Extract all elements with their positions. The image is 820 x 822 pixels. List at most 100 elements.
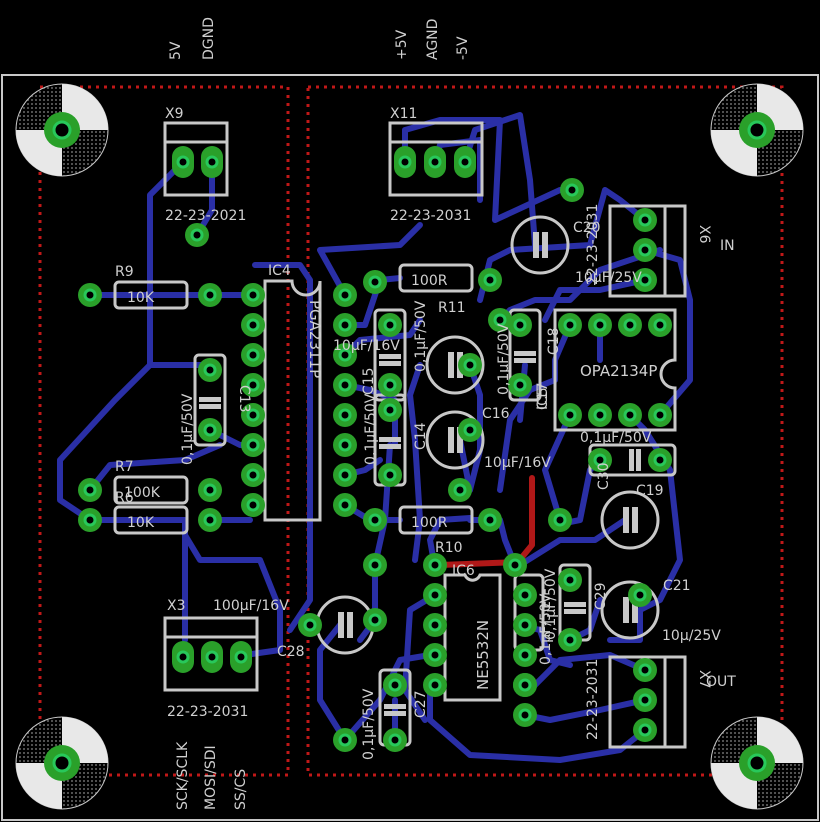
- pad: [558, 403, 582, 427]
- pad: [478, 268, 502, 292]
- pad: [458, 418, 482, 442]
- pad: [333, 283, 357, 307]
- x9-part: 22-23-2021: [165, 208, 246, 224]
- mounting-hole-top-left: [15, 83, 109, 177]
- pad: [241, 463, 265, 487]
- pad: [333, 463, 357, 487]
- ic6-outline: [443, 573, 502, 702]
- pad: [333, 313, 357, 337]
- c16-outline: [425, 335, 485, 395]
- c28-value: 100µF/16V: [213, 598, 289, 614]
- connector-pad: [172, 641, 194, 673]
- ic4-outline: [263, 279, 322, 522]
- pad: [488, 308, 512, 332]
- pad: [458, 353, 482, 377]
- pad: [633, 268, 657, 292]
- pad: [78, 508, 102, 532]
- pad: [513, 703, 537, 727]
- connector-pad: [424, 146, 446, 178]
- c19-name: C19: [636, 483, 664, 499]
- c29-name: C29: [593, 582, 609, 610]
- keepout-zones: [38, 85, 784, 777]
- c27-name: C27: [413, 690, 429, 718]
- x6-part: 22-23-2031: [585, 204, 601, 285]
- r10-name: R10: [435, 540, 463, 556]
- c15-name: C15: [361, 367, 377, 395]
- pad: [363, 553, 387, 577]
- mounting-hole-bottom-left: [15, 716, 109, 810]
- pad: [423, 643, 447, 667]
- r6-name: R6: [115, 490, 134, 506]
- connector-pad: [201, 641, 223, 673]
- pad: [423, 673, 447, 697]
- c17-value: 0,1µF/50V: [496, 323, 512, 395]
- c20-name: C20: [573, 220, 601, 236]
- pad: [558, 313, 582, 337]
- pad: [633, 238, 657, 262]
- c20-outline: [510, 215, 570, 275]
- x9-outline: [163, 121, 229, 197]
- label-agnd: AGND: [425, 19, 441, 60]
- pad: [628, 583, 652, 607]
- c13-value: 0,1µF/50V: [180, 393, 196, 465]
- pad: [198, 478, 222, 502]
- x7-outline: [608, 655, 687, 749]
- pad: [241, 433, 265, 457]
- x11-name: X11: [390, 106, 417, 122]
- pad: [560, 178, 584, 202]
- r10-value: 100R: [411, 515, 448, 531]
- pad: [378, 373, 402, 397]
- pad: [78, 478, 102, 502]
- r9-name: R9: [115, 264, 134, 280]
- pad: [333, 403, 357, 427]
- c17-name: C17: [535, 382, 551, 410]
- pad: [513, 613, 537, 637]
- pad: [298, 613, 322, 637]
- label-ss: SS/CS: [233, 769, 249, 810]
- connector-pad: [201, 146, 223, 178]
- r11-outline: [398, 263, 474, 293]
- ic5-name: IC5: [535, 387, 551, 410]
- pad: [633, 658, 657, 682]
- x3-part: 22-23-2031: [167, 704, 248, 720]
- pad: [508, 313, 532, 337]
- c-ic6-value: 0,1µF/50V: [538, 593, 554, 665]
- x6-outline: [608, 204, 687, 298]
- pad: [378, 398, 402, 422]
- c29-value: 0,1µF/50V: [543, 568, 559, 640]
- label-sck: SCK/SCLK: [175, 741, 191, 810]
- pad: [513, 643, 537, 667]
- pad: [241, 403, 265, 427]
- pad: [558, 628, 582, 652]
- x7-name: X7: [696, 670, 712, 689]
- pad: [363, 508, 387, 532]
- c14-name: C14: [413, 422, 429, 450]
- x11-outline: [388, 121, 484, 197]
- pad: [478, 508, 502, 532]
- label-plus5v: +5V: [394, 29, 410, 60]
- traces-top: [437, 475, 535, 568]
- pad: [241, 343, 265, 367]
- x3-name: X3: [167, 598, 186, 614]
- ic5-outline: [553, 308, 677, 432]
- connector-pad: [454, 146, 476, 178]
- x6-name: X6: [696, 225, 712, 244]
- c30-name: C30: [596, 462, 612, 490]
- pad: [423, 583, 447, 607]
- c20-value: 10µF/25V: [575, 270, 642, 286]
- ic5-part: OPA2134P: [580, 362, 657, 380]
- c15-value: 10µF/16V: [333, 338, 400, 354]
- pad: [333, 728, 357, 752]
- pad: [333, 493, 357, 517]
- c17-outline: [508, 308, 542, 402]
- pad: [241, 493, 265, 517]
- pad: [618, 403, 642, 427]
- label-dgnd: DGND: [201, 17, 217, 60]
- pad: [618, 313, 642, 337]
- x11-part: 22-23-2031: [390, 208, 471, 224]
- c21-outline: [600, 580, 660, 640]
- pad: [503, 553, 527, 577]
- c13-name: C13: [236, 385, 252, 413]
- pad: [513, 673, 537, 697]
- x9-name: X9: [165, 106, 184, 122]
